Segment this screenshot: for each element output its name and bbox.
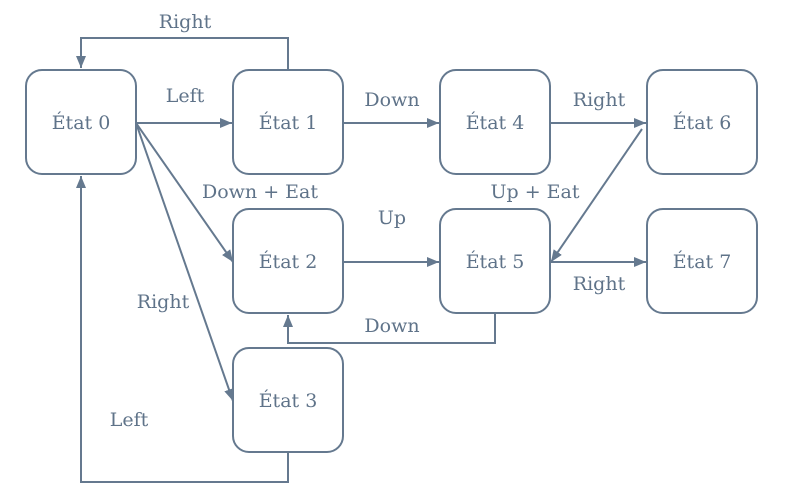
edge-label-0-to-2: Down + Eat (202, 181, 318, 203)
state-5: État 5 (439, 208, 551, 314)
state-6: État 6 (646, 69, 758, 175)
edge-5-to-2 (283, 314, 496, 344)
edge-label-6-to-5: Up + Eat (490, 181, 579, 203)
edge-label-5-to-7: Right (573, 273, 626, 295)
state-label: État 2 (259, 250, 318, 273)
edge-label-2-to-5: Up (378, 207, 406, 229)
state-label: État 5 (466, 250, 525, 273)
states: État 0 État 1 État 2 État 3 État 4 État … (25, 69, 758, 453)
state-label: État 0 (52, 111, 111, 134)
edge-1-to-0 (76, 37, 289, 70)
edge-label-1-to-4: Down (364, 89, 419, 111)
edge-0-to-2 (135, 122, 234, 263)
state-3: État 3 (232, 347, 344, 453)
edge-6-to-5 (550, 128, 643, 263)
state-0: État 0 (25, 69, 137, 175)
state-label: État 1 (259, 111, 318, 134)
edge-label-1-to-0: Right (159, 11, 212, 33)
edge-label-3-to-0: Left (110, 409, 149, 431)
edges (76, 37, 646, 483)
edge-labels: Right Left Down Right Down + Eat Up Up +… (110, 11, 626, 431)
state-4: État 4 (439, 69, 551, 175)
state-label: État 3 (259, 389, 318, 412)
edge-label-5-to-2: Down (364, 315, 419, 337)
edge-0-to-3 (135, 122, 234, 402)
edge-label-0-to-1: Left (166, 85, 205, 107)
state-7: État 7 (646, 208, 758, 314)
edge-label-0-to-3: Right (137, 291, 190, 313)
state-label: État 6 (673, 111, 732, 134)
state-2: État 2 (232, 208, 344, 314)
state-label: État 7 (673, 250, 732, 273)
edge-3-to-0 (76, 176, 289, 483)
state-1: État 1 (232, 69, 344, 175)
edge-label-4-to-6: Right (573, 89, 626, 111)
state-label: État 4 (466, 111, 525, 134)
